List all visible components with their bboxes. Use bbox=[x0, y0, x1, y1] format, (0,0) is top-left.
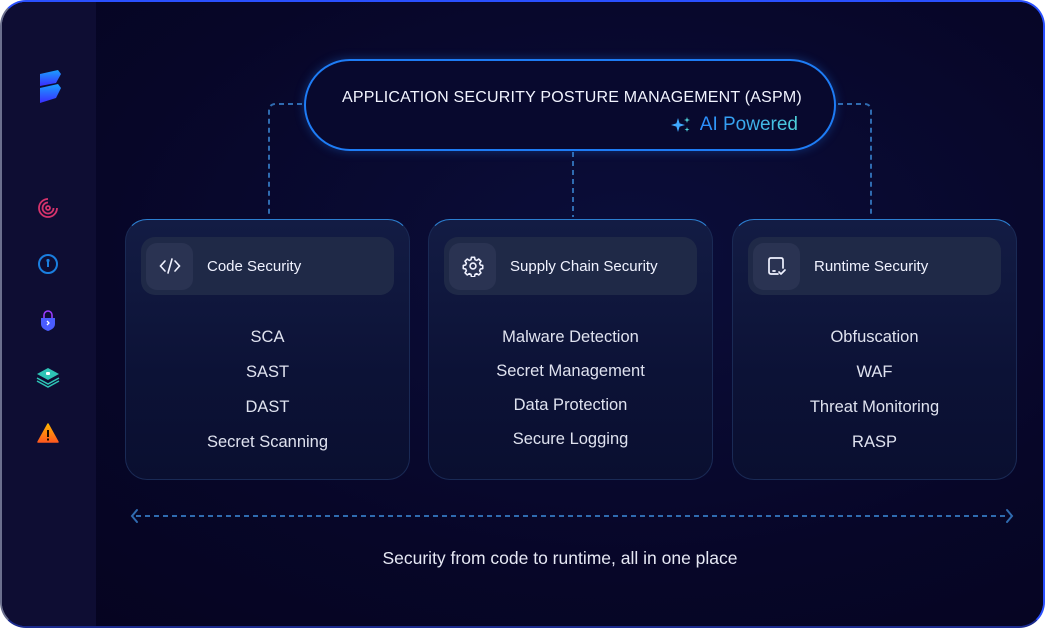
card-header: Code Security bbox=[141, 237, 394, 295]
keyhole-circle-icon[interactable] bbox=[35, 251, 61, 277]
card-title: Supply Chain Security bbox=[510, 257, 658, 275]
stacked-layers-icon[interactable] bbox=[35, 364, 61, 390]
code-icon bbox=[146, 242, 193, 290]
card-header: Supply Chain Security bbox=[444, 237, 697, 295]
card-item: DAST bbox=[245, 398, 290, 416]
card-title: Runtime Security bbox=[814, 257, 929, 275]
tagline: Security from code to runtime, all in on… bbox=[382, 548, 738, 568]
card-title: Code Security bbox=[207, 257, 302, 275]
card-code-security: Code Security SCA SAST DAST Secret Scann… bbox=[125, 219, 410, 480]
card-header: Runtime Security bbox=[748, 237, 1001, 295]
card-item: Obfuscation bbox=[830, 328, 919, 346]
card-item: Malware Detection bbox=[502, 328, 639, 346]
aspm-header-pill: APPLICATION SECURITY POSTURE MANAGEMENT … bbox=[304, 59, 836, 151]
shield-lock-icon[interactable] bbox=[35, 308, 61, 334]
ai-powered-badge: AI Powered bbox=[670, 114, 798, 136]
card-item: RASP bbox=[852, 433, 897, 451]
card-item: SAST bbox=[245, 363, 290, 381]
card-item: WAF bbox=[856, 363, 893, 381]
ai-powered-label: AI Powered bbox=[699, 114, 798, 135]
card-item: SCA bbox=[250, 328, 285, 346]
card-item: Secure Logging bbox=[512, 430, 629, 448]
card-item-list: Malware Detection Secret Management Data… bbox=[429, 320, 712, 456]
aspm-title: APPLICATION SECURITY POSTURE MANAGEMENT … bbox=[342, 89, 802, 106]
card-item: Secret Management bbox=[496, 362, 645, 380]
brand-logo bbox=[40, 70, 61, 103]
card-item-list: SCA SAST DAST Secret Scanning bbox=[126, 320, 409, 460]
sparkles-icon bbox=[670, 117, 690, 132]
card-item-list: Obfuscation WAF Threat Monitoring RASP bbox=[733, 320, 1016, 460]
radar-icon[interactable] bbox=[35, 195, 61, 221]
gear-icon bbox=[449, 242, 496, 290]
card-supply-chain-security: Supply Chain Security Malware Detection … bbox=[428, 219, 713, 480]
sidebar bbox=[2, 2, 96, 626]
card-item: Secret Scanning bbox=[206, 433, 329, 451]
warning-icon[interactable] bbox=[35, 420, 61, 446]
device-check-icon bbox=[753, 242, 800, 290]
card-runtime-security: Runtime Security Obfuscation WAF Threat … bbox=[732, 219, 1017, 480]
card-item: Threat Monitoring bbox=[809, 398, 940, 416]
card-item: Data Protection bbox=[513, 396, 628, 414]
